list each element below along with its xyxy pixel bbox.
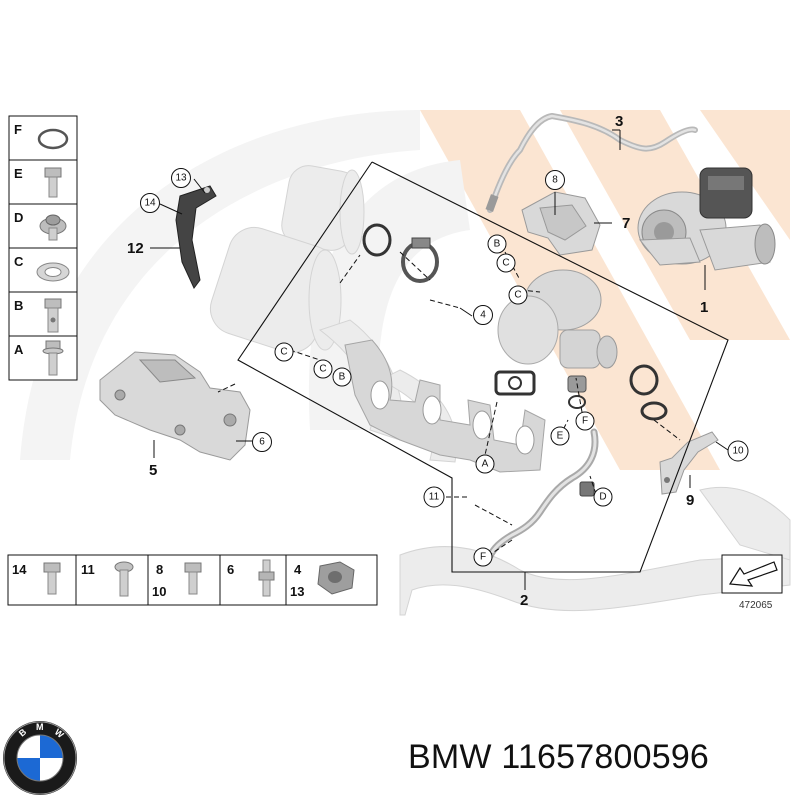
svg-text:A: A bbox=[482, 459, 489, 470]
svg-text:F: F bbox=[582, 416, 588, 427]
legend-letter-c: C bbox=[14, 254, 24, 269]
svg-text:F: F bbox=[480, 552, 486, 563]
callout-c-circle: C bbox=[313, 359, 333, 379]
hex-bolt-icon bbox=[184, 562, 202, 595]
brand-name: BMW bbox=[408, 738, 492, 776]
exhaust-manifold bbox=[344, 339, 546, 473]
callout-c-circle: C bbox=[496, 253, 516, 273]
svg-text:C: C bbox=[502, 258, 509, 269]
legend-letter-d: D bbox=[14, 210, 23, 225]
callout-b-circle: B bbox=[487, 234, 507, 254]
svg-text:6: 6 bbox=[259, 437, 265, 448]
turbocharger-installed bbox=[497, 269, 618, 369]
callout-1: 1 bbox=[700, 299, 708, 316]
direction-arrow-box bbox=[721, 554, 783, 594]
fastener-legend-left: F E D C B A bbox=[8, 115, 78, 381]
banjo-bolt-icon bbox=[39, 214, 67, 241]
callout-7: 7 bbox=[622, 215, 630, 232]
fastener-legend-bottom: 14 11 8 10 6 4 13 bbox=[7, 554, 378, 606]
legend-bottom-label-4: 4 bbox=[294, 562, 302, 577]
svg-text:M: M bbox=[36, 722, 44, 732]
callout-3: 3 bbox=[615, 113, 623, 130]
svg-text:E: E bbox=[557, 431, 564, 442]
gasket-ring bbox=[629, 364, 659, 396]
legend-bottom-label-8: 8 bbox=[156, 562, 163, 577]
callout-12: 12 bbox=[127, 240, 144, 257]
callout-c-circle: C bbox=[508, 285, 528, 305]
svg-text:4: 4 bbox=[480, 310, 486, 321]
heat-shield bbox=[521, 191, 601, 256]
hex-bolt-icon bbox=[44, 167, 62, 198]
o-ring-icon bbox=[37, 128, 69, 150]
svg-text:C: C bbox=[280, 347, 287, 358]
callout-5: 5 bbox=[149, 462, 157, 479]
callout-f-circle: F bbox=[473, 547, 493, 567]
flange-bolt-icon bbox=[42, 340, 64, 376]
legend-letter-b: B bbox=[14, 298, 23, 313]
legend-bottom-label-11: 11 bbox=[81, 562, 95, 577]
svg-text:11: 11 bbox=[429, 492, 440, 503]
callout-a-circle: A bbox=[475, 454, 495, 474]
sealing-washer-icon bbox=[36, 262, 70, 282]
svg-text:8: 8 bbox=[552, 175, 558, 186]
hex-nut-icon bbox=[317, 561, 355, 595]
callout-11-circle: 11 bbox=[423, 486, 445, 508]
part-number-caption: BMW 11657800596 bbox=[408, 738, 709, 777]
callout-d-circle: D bbox=[593, 487, 613, 507]
legend-letter-e: E bbox=[14, 166, 23, 181]
legend-bottom-label-14: 14 bbox=[12, 562, 27, 577]
support-bracket bbox=[659, 431, 719, 495]
oil-feed-line bbox=[485, 112, 698, 213]
hex-bolt-icon bbox=[43, 562, 61, 595]
legend-bottom-label-6: 6 bbox=[227, 562, 234, 577]
egr-cooler bbox=[99, 351, 251, 461]
support-bracket bbox=[175, 185, 217, 289]
callout-4-circle: 4 bbox=[473, 305, 493, 325]
hollow-bolt-icon bbox=[44, 298, 62, 333]
flange-gasket bbox=[494, 370, 536, 396]
svg-text:B: B bbox=[17, 726, 29, 738]
svg-text:13: 13 bbox=[175, 173, 187, 184]
svg-text:D: D bbox=[599, 492, 606, 503]
callout-b-circle: B bbox=[332, 367, 352, 387]
oil-return-line bbox=[486, 428, 599, 560]
callout-14-circle: 14 bbox=[140, 193, 160, 213]
leader-lines bbox=[150, 129, 729, 590]
circled-callouts: 13 14 8 4 6 10 11 B C C C C B A E F D F bbox=[140, 168, 749, 567]
callout-2: 2 bbox=[520, 592, 528, 609]
gasket-ring bbox=[362, 223, 392, 257]
callout-8-circle: 8 bbox=[545, 170, 565, 190]
svg-text:14: 14 bbox=[144, 198, 156, 209]
diagram-ref-number: 472065 bbox=[739, 600, 773, 611]
v-band-clamp bbox=[401, 237, 439, 283]
bmw-logo: B M W bbox=[3, 721, 77, 795]
callout-f-circle: F bbox=[575, 411, 595, 431]
gasket-ring bbox=[640, 401, 668, 421]
svg-text:B: B bbox=[339, 372, 346, 383]
torx-screw-icon bbox=[114, 561, 134, 597]
part-callouts: 3 1 7 12 5 9 2 bbox=[127, 113, 708, 609]
legend-bottom-label-13: 13 bbox=[290, 584, 304, 599]
svg-text:C: C bbox=[319, 364, 326, 375]
callout-c-circle: C bbox=[274, 342, 294, 362]
callout-6-circle: 6 bbox=[252, 432, 272, 452]
turbocharger bbox=[637, 167, 776, 271]
callout-e-circle: E bbox=[550, 426, 570, 446]
callout-9: 9 bbox=[686, 492, 694, 509]
stud-bolt-icon bbox=[258, 559, 275, 597]
legend-letter-a: A bbox=[14, 342, 24, 357]
legend-bottom-label-10: 10 bbox=[152, 584, 166, 599]
assembly-frame bbox=[237, 161, 729, 573]
callout-10-circle: 10 bbox=[727, 440, 749, 462]
svg-text:C: C bbox=[514, 290, 521, 301]
svg-text:10: 10 bbox=[732, 446, 744, 457]
part-number: 11657800596 bbox=[501, 738, 710, 776]
callout-13-circle: 13 bbox=[171, 168, 191, 188]
svg-text:B: B bbox=[494, 239, 501, 250]
legend-letter-f: F bbox=[14, 122, 22, 137]
